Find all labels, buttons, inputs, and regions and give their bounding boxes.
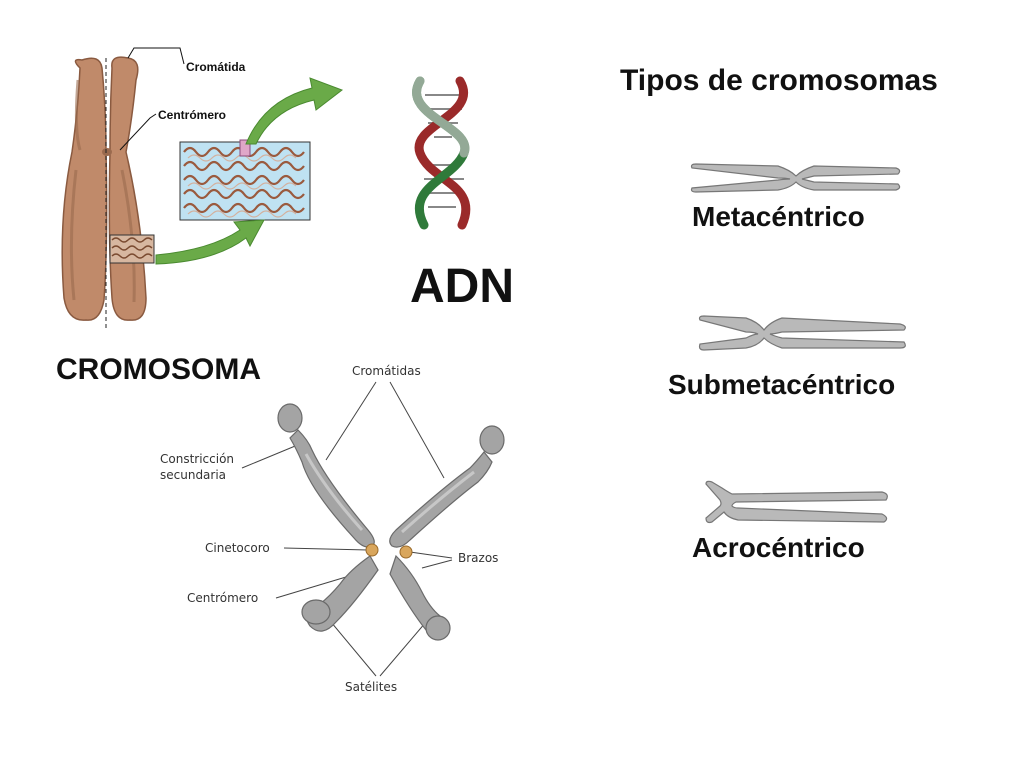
types-title: Tipos de cromosomas: [620, 64, 938, 97]
chromosome-structure-diagram: [241, 381, 505, 677]
kinetochore-left: [365, 543, 379, 557]
type-label-submetacentric: Submetacéntrico: [668, 369, 896, 400]
dna-helix-icon: [412, 76, 471, 230]
label-centromere-diagram: Centrómero: [187, 591, 259, 605]
submetacentric-chromosome: [698, 315, 906, 351]
zoom-arrow-top: [245, 77, 344, 145]
centromere: [102, 148, 112, 156]
label-kinetochore: Cinetocoro: [205, 541, 270, 555]
chromosome-title: CROMOSOMA: [56, 353, 261, 386]
dna-title: ADN: [410, 260, 514, 313]
centromere-label: Centrómero: [158, 108, 227, 122]
acrocentric-chromosome: [705, 480, 888, 524]
label-secondary-constriction-1: Constricción: [160, 452, 235, 466]
type-label-metacentric: Metacéntrico: [692, 201, 865, 232]
kinetochore-right: [399, 545, 413, 559]
label-chromatids: Cromátidas: [352, 364, 421, 378]
chromatid-label: Cromátida: [186, 60, 246, 74]
label-secondary-constriction-2: secundaria: [160, 468, 227, 482]
chromosome-illustration: [61, 47, 344, 328]
metacentric-chromosome: [690, 163, 901, 193]
zoom-arrow-bottom: [155, 219, 265, 265]
right-chromatid: [108, 56, 147, 321]
label-arms: Brazos: [458, 551, 499, 565]
label-satellites: Satélites: [345, 680, 398, 694]
type-label-acrocentric: Acrocéntrico: [692, 532, 865, 563]
left-chromatid: [61, 57, 108, 321]
